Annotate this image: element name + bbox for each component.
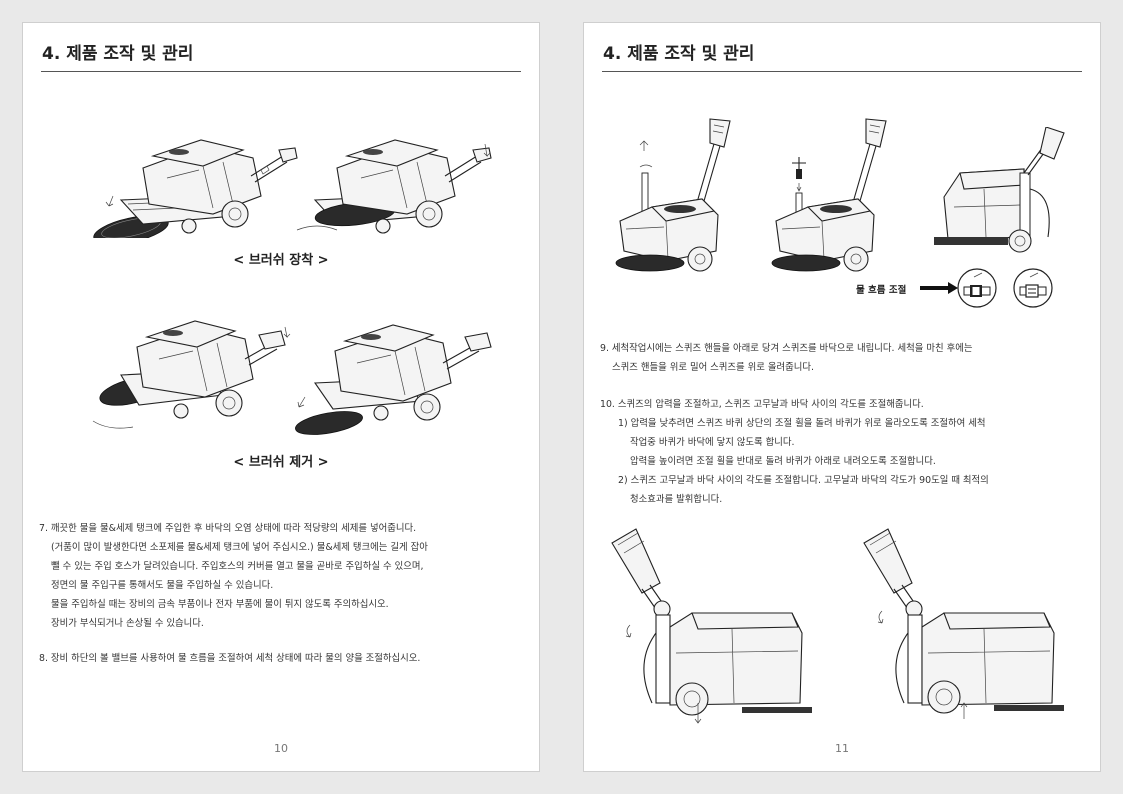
text-line: 장비가 부식되거나 손상될 수 있습니다. [51,618,204,629]
text-line: 스퀴즈 핸들을 위로 밀어 스퀴즈를 위로 올려줍니다. [612,362,814,373]
text-line: 압력을 높이려면 조절 휠을 반대로 돌려 바퀴가 아래로 내려오도록 조절합니… [630,456,936,467]
text-line: 1) 압력을 낮추려면 스퀴즈 바퀴 상단의 조절 휠을 돌려 바퀴가 위로 올… [618,418,986,429]
squeegee-lower-illustration [611,528,812,724]
squeegee-raise-illustration [863,528,1064,719]
brush-remove-illustration-2 [295,324,492,435]
water-fill-illustration-front [615,118,731,272]
valve-open-icon [957,268,997,308]
instruction-item-8: 8. 장비 하단의 볼 밸브를 사용하여 물 흐름을 조절하여 세척 상태에 따… [39,653,421,664]
brush-attach-illustration-1 [93,139,298,238]
instruction-item-7: 7. 깨끗한 물을 물&세제 탱크에 주입한 후 바닥의 오염 상태에 따라 적… [39,519,428,633]
text-line: (거품이 많이 발생한다면 소포제를 물&세제 탱크에 넣어 주십시오.) 물&… [51,542,428,553]
text-line: 뺄 수 있는 주입 호스가 달려있습니다. 주입호스의 커버를 열고 물을 곧바… [51,561,424,572]
text-line: 작업중 바퀴가 바닥에 닿지 않도록 합니다. [630,437,795,448]
water-fill-illustration-hose [771,118,887,272]
page-number: 11 [835,742,849,755]
manual-page-10: 4. 제품 조작 및 관리 < [22,22,540,772]
instruction-item-9: 9. 세척작업시에는 스퀴즈 핸들을 아래로 당겨 스퀴즈를 바닥으로 내립니다… [600,339,972,377]
brush-attach-illustration-2 [296,139,492,234]
flow-control-label: 물 흐름 조절 [856,285,907,296]
text-line: 7. 깨끗한 물을 물&세제 탱크에 주입한 후 바닥의 오염 상태에 따라 적… [39,523,417,534]
section-heading: 4. 제품 조작 및 관리 [602,41,1082,72]
page-number: 10 [274,742,288,755]
text-line: 청소효과를 발휘합니다. [630,494,723,505]
manual-page-11: 4. 제품 조작 및 관리 [583,22,1101,772]
text-line: 10. 스퀴즈의 압력을 조절하고, 스퀴즈 고무날과 바닥 사이의 각도를 조… [600,399,924,410]
text-line: 정면의 물 주입구를 통해서도 물을 주입하실 수 있습니다. [51,580,274,591]
text-line: 9. 세척작업시에는 스퀴즈 핸들을 아래로 당겨 스퀴즈를 바닥으로 내립니다… [600,343,973,354]
section-heading: 4. 제품 조작 및 관리 [41,41,521,72]
text-line: 물을 주입하실 때는 장비의 금속 부품이나 전자 부품에 물이 튀지 않도록 … [51,599,389,610]
text-line: 2) 스퀴즈 고무날과 바닥 사이의 각도를 조절합니다. 고무날과 바닥의 각… [618,475,989,486]
machine-side-view-illustration [934,127,1065,253]
caption-brush-attach: < 브러쉬 장착 > [233,253,329,268]
instruction-item-10: 10. 스퀴즈의 압력을 조절하고, 스퀴즈 고무날과 바닥 사이의 각도를 조… [600,395,989,509]
flow-arrow [920,282,958,294]
brush-remove-illustration-1 [92,320,291,429]
valve-closed-icon [1013,268,1053,308]
caption-brush-remove: < 브러쉬 제거 > [233,455,329,470]
